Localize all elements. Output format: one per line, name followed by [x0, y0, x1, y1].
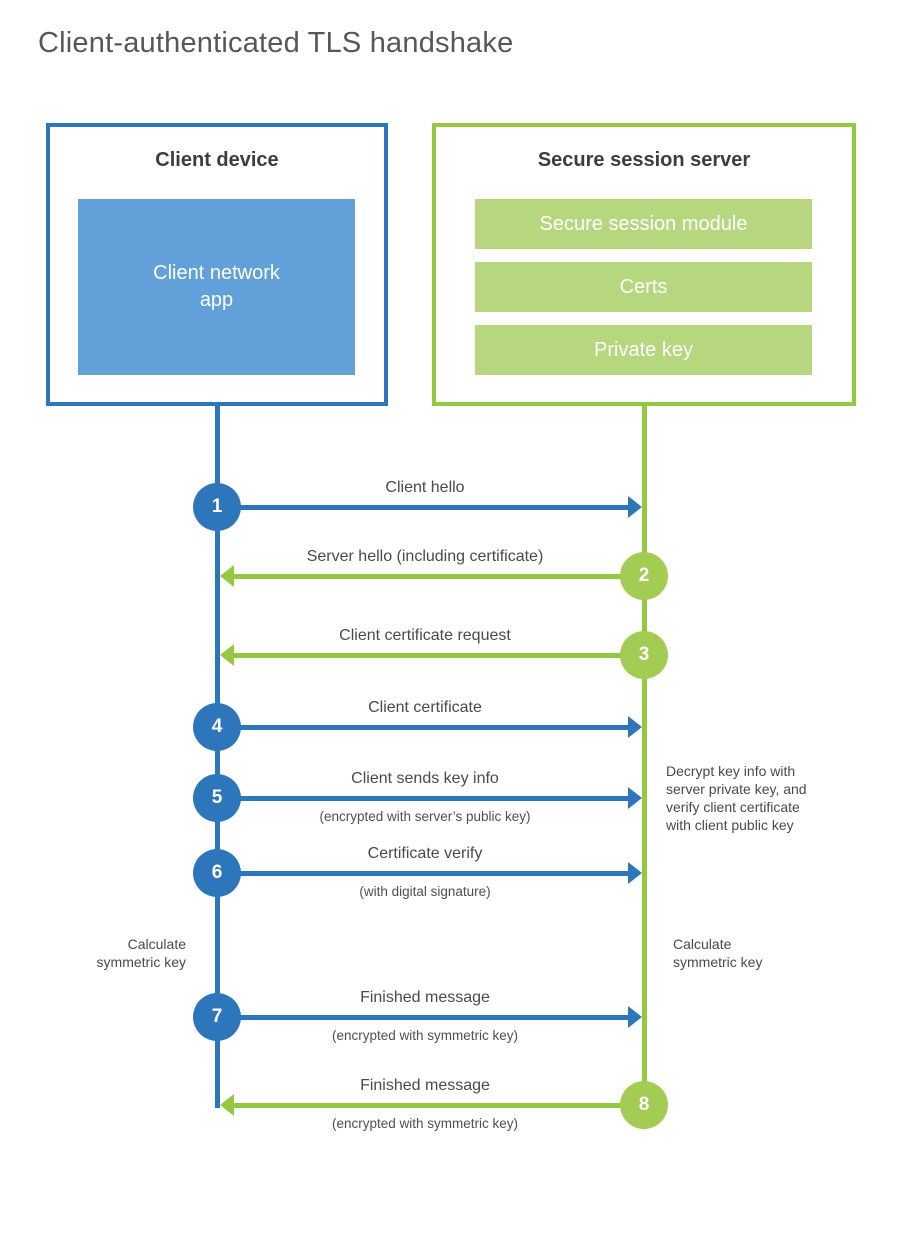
message-arrow [233, 1102, 622, 1108]
message-sublabel: (encrypted with symmetric key) [331, 1028, 519, 1043]
arrowhead-icon [220, 1094, 234, 1116]
message-arrow [230, 795, 628, 801]
arrowhead-icon [628, 1006, 642, 1028]
message-sublabel: (encrypted with server’s public key) [319, 809, 531, 824]
message-arrow [233, 573, 622, 579]
message-arrow [230, 1014, 628, 1020]
client-device-title: Client device [155, 149, 279, 171]
calculate-symmetric-key-note-server: Calculate symmetric key [673, 936, 763, 970]
step-number-badge: 5 [193, 774, 241, 822]
secure-session-server-box: Secure session server Secure session mod… [432, 123, 856, 406]
step-number-badge: 4 [193, 703, 241, 751]
message-label: Finished message [360, 1077, 490, 1094]
message-arrow [230, 504, 628, 510]
client-lifeline [215, 406, 220, 1108]
message-label: Client hello [385, 479, 465, 496]
arrowhead-icon [220, 644, 234, 666]
message-label: Client certificate [368, 699, 482, 716]
message-label: Certificate verify [367, 845, 483, 862]
server-module-bar: Certs [475, 262, 812, 312]
page-title: Client-authenticated TLS handshake [38, 27, 514, 59]
message-sublabel: (with digital signature) [359, 884, 491, 899]
arrowhead-icon [220, 565, 234, 587]
step-number-badge: 6 [193, 849, 241, 897]
step-number-badge: 3 [620, 631, 668, 679]
message-label: Server hello (including certificate) [306, 548, 544, 565]
message-arrow [233, 652, 622, 658]
message-label: Finished message [360, 989, 490, 1006]
message-label: Client certificate request [339, 627, 511, 644]
arrowhead-icon [628, 787, 642, 809]
arrowhead-icon [628, 716, 642, 738]
client-network-app-box: Client network app [78, 199, 355, 375]
message-arrow [230, 870, 628, 876]
server-module-bar: Private key [475, 325, 812, 375]
arrowhead-icon [628, 496, 642, 518]
step-number-badge: 1 [193, 483, 241, 531]
message-label: Client sends key info [351, 770, 499, 787]
calculate-symmetric-key-note-client: Calculate symmetric key [96, 936, 186, 970]
decrypt-note: Decrypt key info with server private key… [666, 763, 807, 833]
arrowhead-icon [628, 862, 642, 884]
step-number-badge: 7 [193, 993, 241, 1041]
server-module-bar: Secure session module [475, 199, 812, 249]
step-number-badge: 8 [620, 1081, 668, 1129]
message-sublabel: (encrypted with symmetric key) [331, 1116, 519, 1131]
server-title: Secure session server [537, 149, 751, 171]
server-lifeline [642, 406, 647, 1129]
client-device-box: Client device Client network app [46, 123, 388, 406]
step-number-badge: 2 [620, 552, 668, 600]
message-arrow [230, 724, 628, 730]
